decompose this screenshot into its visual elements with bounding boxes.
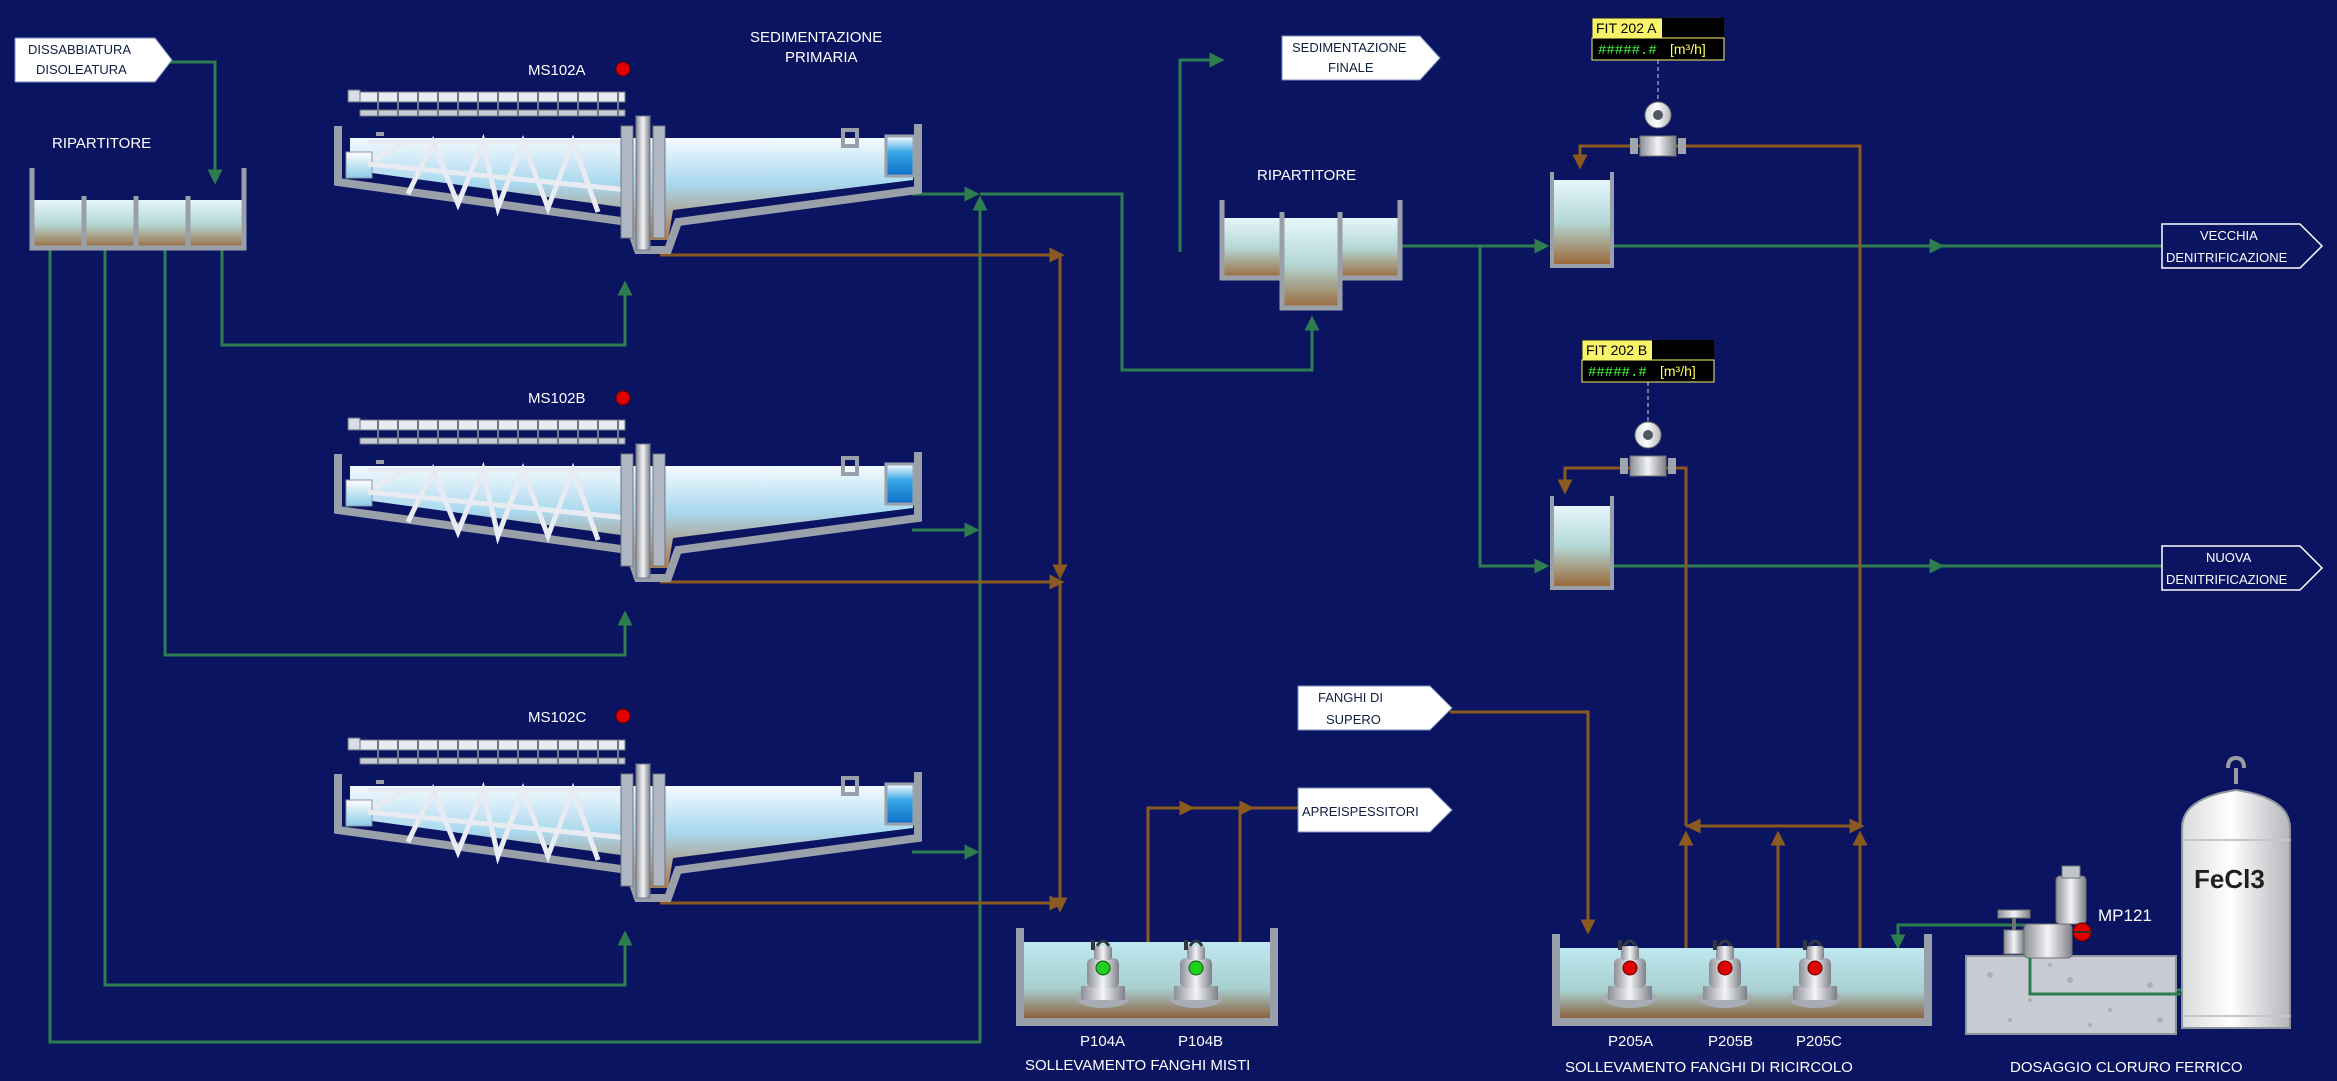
ripartitore-left-tank bbox=[29, 168, 247, 251]
dosing-pump-mp121[interactable]: MP121 bbox=[1997, 865, 2152, 959]
dosing-pump-tag: MP121 bbox=[2098, 906, 2152, 925]
meter-unit: [m³/h] bbox=[1660, 363, 1696, 379]
clarifier-tag: MS102A bbox=[528, 62, 586, 79]
apreispessitori-label: APREISPESSITORI bbox=[1302, 804, 1419, 819]
clarifier-ms102b[interactable]: MS102B bbox=[338, 390, 918, 578]
pump-p205b[interactable]: P205B bbox=[1697, 938, 1753, 1050]
sedimentazione-primaria-label-2: PRIMARIA bbox=[785, 49, 858, 66]
flow-meter-fit202b[interactable]: FIT 202 B #####.# [m³/h] bbox=[1581, 339, 1715, 477]
pit-fanghi-misti bbox=[1016, 928, 1278, 1026]
tank-nuova bbox=[1550, 496, 1614, 590]
ripartitore-left-label: RIPARTITORE bbox=[52, 135, 151, 152]
fanghi-line-1: FANGHI DI bbox=[1318, 690, 1383, 705]
dissabbiatura-line-2: DISOLEATURA bbox=[36, 62, 127, 77]
meter-unit: [m³/h] bbox=[1670, 41, 1706, 57]
dissabbiatura-line-1: DISSABBIATURA bbox=[28, 42, 131, 57]
clarifier-tag: MS102B bbox=[528, 390, 586, 407]
pump-p104b[interactable]: P104B bbox=[1168, 938, 1224, 1050]
meter-tag: FIT 202 B bbox=[1586, 342, 1647, 358]
nuova-line-2: DENITRIFICAZIONE bbox=[2166, 572, 2288, 587]
pump-p104a[interactable]: P104A bbox=[1075, 938, 1131, 1050]
pump-p205a[interactable]: P205A bbox=[1602, 938, 1658, 1050]
pump-tag: P104B bbox=[1178, 1033, 1223, 1050]
meter-value: #####.# bbox=[1588, 365, 1647, 381]
status-led-icon bbox=[615, 61, 631, 77]
nuova-denitrificazione-tag[interactable]: NUOVA DENITRIFICAZIONE bbox=[2161, 545, 2324, 591]
clarifier-ms102c[interactable]: MS102C bbox=[338, 708, 918, 898]
ripartitore-center-label: RIPARTITORE bbox=[1257, 167, 1356, 184]
status-led-icon bbox=[615, 708, 631, 724]
sedimentazione-finale-tag[interactable]: SEDIMENTAZIONE FINALE bbox=[1281, 35, 1441, 81]
pump-status-led-icon bbox=[1188, 960, 1204, 976]
sollevamento-fanghi-ricircolo-label: SOLLEVAMENTO FANGHI DI RICIRCOLO bbox=[1565, 1059, 1853, 1076]
nuova-line-1: NUOVA bbox=[2206, 550, 2252, 565]
fanghi-di-supero-tag[interactable]: FANGHI DI SUPERO bbox=[1297, 685, 1453, 731]
meter-value: #####.# bbox=[1598, 43, 1657, 59]
dissabbiatura-tag[interactable]: DISSABBIATURA DISOLEATURA bbox=[14, 37, 173, 83]
pump-status-led-icon bbox=[1622, 960, 1638, 976]
pump-p205c[interactable]: P205C bbox=[1787, 938, 1843, 1050]
ripartitore-center-tank bbox=[1219, 200, 1403, 311]
vecchia-line-1: VECCHIA bbox=[2200, 228, 2258, 243]
dosaggio-cloruro-ferrico-label: DOSAGGIO CLORURO FERRICO bbox=[2010, 1059, 2243, 1076]
tank-vecchia bbox=[1550, 172, 1614, 268]
fecl3-label: FeCl3 bbox=[2194, 864, 2265, 894]
pit-fanghi-ricircolo bbox=[1552, 934, 1932, 1026]
pump-tag: P205C bbox=[1796, 1033, 1842, 1050]
pump-status-led-icon bbox=[1807, 960, 1823, 976]
clarifier-ms102a[interactable]: MS102A bbox=[338, 61, 918, 250]
pump-tag: P104A bbox=[1080, 1033, 1125, 1050]
sedimentazione-primaria-label-1: SEDIMENTAZIONE bbox=[750, 29, 882, 46]
flow-meter-fit202a[interactable]: FIT 202 A #####.# [m³/h] bbox=[1591, 17, 1725, 157]
sedimentazione-finale-line-2: FINALE bbox=[1328, 60, 1374, 75]
clarifier-tag: MS102C bbox=[528, 709, 587, 726]
sollevamento-fanghi-misti-label: SOLLEVAMENTO FANGHI MISTI bbox=[1025, 1057, 1250, 1074]
vecchia-denitrificazione-tag[interactable]: VECCHIA DENITRIFICAZIONE bbox=[2161, 223, 2324, 269]
apreispessitori-tag[interactable]: APREISPESSITORI bbox=[1297, 787, 1453, 833]
pump-status-led-icon bbox=[1095, 960, 1111, 976]
sedimentazione-finale-line-1: SEDIMENTAZIONE bbox=[1292, 40, 1407, 55]
vecchia-line-2: DENITRIFICAZIONE bbox=[2166, 250, 2288, 265]
fanghi-line-2: SUPERO bbox=[1326, 712, 1381, 727]
pump-tag: P205B bbox=[1708, 1033, 1753, 1050]
meter-tag: FIT 202 A bbox=[1596, 20, 1657, 36]
pump-status-led-icon bbox=[1717, 960, 1733, 976]
status-led-icon bbox=[615, 390, 631, 406]
fecl3-tank[interactable]: FeCl3 bbox=[2181, 755, 2291, 1029]
pump-tag: P205A bbox=[1608, 1033, 1653, 1050]
